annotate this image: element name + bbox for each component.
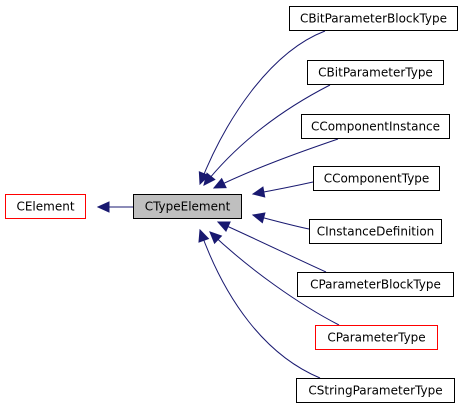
edge-line	[203, 84, 331, 186]
node-celement-box	[5, 194, 86, 219]
node-ccomponentinstance-label: CComponentInstance	[311, 120, 440, 134]
node-ccomponentinstance[interactable]: CComponentInstance	[301, 114, 450, 139]
edge-cinstancedefinition-to-ctypeelement	[251, 212, 310, 230]
node-ctypeelement-box	[133, 194, 242, 219]
node-cparametertype[interactable]: CParameterType	[315, 325, 438, 350]
edge-cparametertype-to-ctypeelement	[209, 231, 340, 326]
node-ctypeelement-label: CTypeElement	[145, 200, 231, 214]
edge-cbitparameterblocktype-to-ctypeelement	[198, 30, 326, 186]
node-ccomponenttype[interactable]: CComponentType	[313, 166, 440, 191]
edge-arrowhead	[209, 231, 223, 245]
edge-arrowhead	[198, 228, 210, 243]
edge-arrowhead	[216, 221, 231, 232]
node-ccomponentinstance-box	[301, 114, 450, 139]
node-cinstancedefinition[interactable]: CInstanceDefinition	[309, 219, 442, 244]
node-cstringparametertype[interactable]: CStringParameterType	[296, 378, 455, 403]
node-cstringparametertype-label: CStringParameterType	[308, 384, 442, 398]
node-cbitparameterblocktype[interactable]: CBitParameterBlockType	[289, 6, 458, 31]
edge-ccomponenttype-to-ctypeelement	[251, 181, 314, 198]
nodes-layer: CElement CTypeElement CBitParameterBlock…	[5, 6, 458, 403]
node-celement-label: CElement	[16, 200, 74, 214]
edge-line	[217, 221, 327, 273]
edge-ccomponentinstance-to-ctypeelement	[212, 138, 339, 189]
node-cparametertype-label: CParameterType	[327, 331, 425, 345]
node-cbitparametertype-box	[307, 60, 444, 85]
node-cinstancedefinition-box	[309, 219, 442, 244]
node-cbitparameterblocktype-label: CBitParameterBlockType	[300, 12, 447, 26]
edge-arrowhead	[251, 212, 266, 224]
edge-line	[199, 229, 321, 379]
node-cparameterblocktype[interactable]: CParameterBlockType	[297, 272, 454, 297]
edge-arrowhead	[203, 172, 216, 186]
node-cparameterblocktype-box	[297, 272, 454, 297]
node-cinstancedefinition-label: CInstanceDefinition	[317, 225, 435, 239]
node-cstringparametertype-box	[296, 378, 455, 403]
node-ccomponenttype-label: CComponentType	[324, 172, 430, 186]
node-cparameterblocktype-label: CParameterBlockType	[310, 278, 441, 292]
node-cparametertype-box	[315, 325, 438, 350]
edge-arrowhead	[212, 177, 227, 189]
edge-ctypeelement-to-celement	[96, 201, 133, 213]
edge-cstringparametertype-to-ctypeelement	[198, 228, 321, 379]
edge-line	[209, 231, 340, 326]
edge-arrowhead	[251, 186, 266, 198]
node-ccomponenttype-box	[313, 166, 440, 191]
edge-line	[213, 138, 339, 189]
edges-layer	[96, 30, 340, 379]
node-cbitparameterblocktype-box	[289, 6, 458, 31]
node-ctypeelement[interactable]: CTypeElement	[133, 194, 242, 219]
edge-cparameterblocktype-to-ctypeelement	[216, 221, 327, 273]
edge-cbitparametertype-to-ctypeelement	[203, 84, 331, 186]
node-cbitparametertype[interactable]: CBitParameterType	[307, 60, 444, 85]
edge-line	[199, 30, 326, 185]
node-celement[interactable]: CElement	[5, 194, 86, 219]
node-cbitparametertype-label: CBitParameterType	[318, 66, 433, 80]
edge-arrowhead	[96, 201, 110, 213]
